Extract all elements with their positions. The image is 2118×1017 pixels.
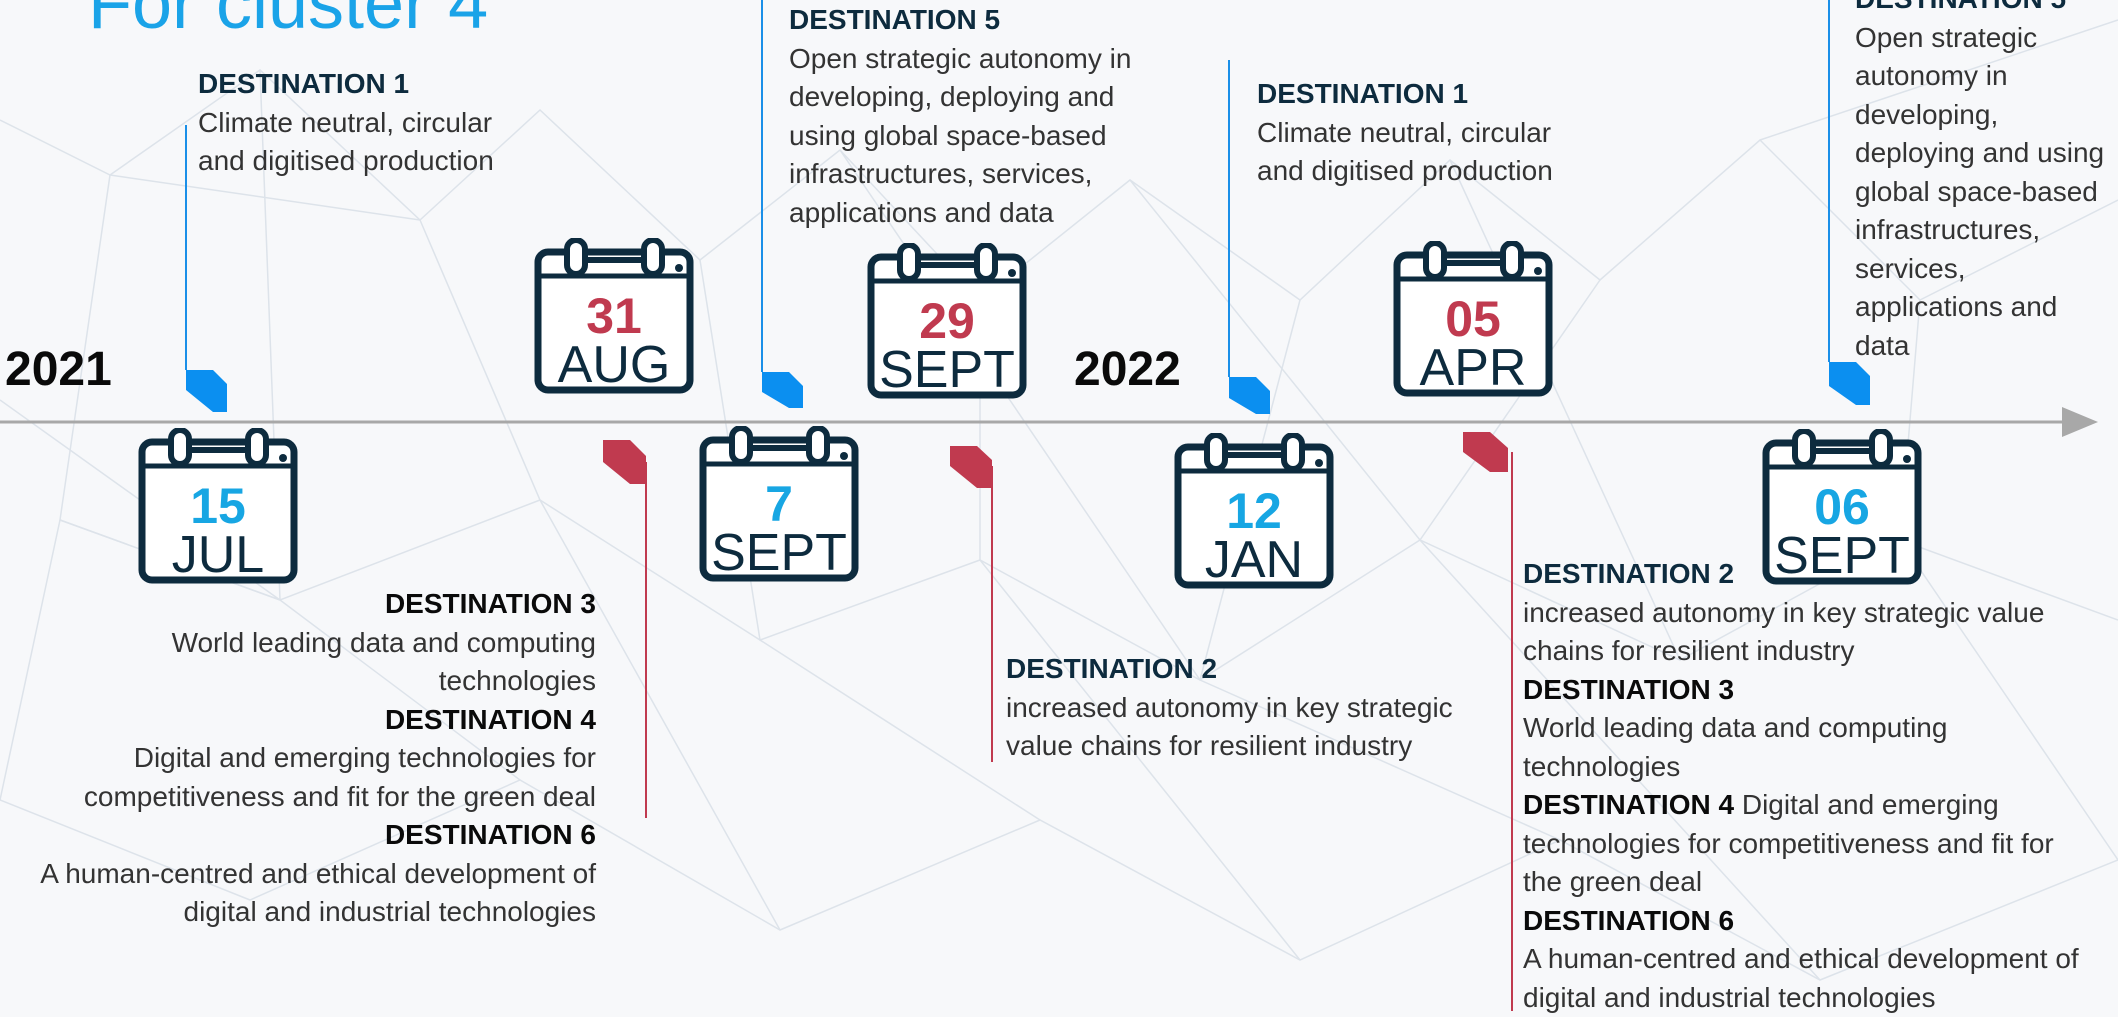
calendar-month: SEPT [1774,527,1910,585]
calendar-month: JUL [171,526,265,584]
note-jul15: DESTINATION 1 Climate neutral, circular … [198,65,538,181]
note-heading: DESTINATION 1 [198,68,410,99]
note-aug31: DESTINATION 3 World leading data and com… [30,585,596,932]
note-heading: DESTINATION 2 [1006,653,1218,684]
note-heading: DESTINATION 6 [384,819,596,850]
flag-jan12 [1229,377,1270,414]
note-sep7: DESTINATION 5 Open strategic autonomy in… [789,1,1149,232]
flag-sep7 [762,372,803,408]
note-heading: DESTINATION 5 [1855,0,2115,19]
note-text: Digital and emerging technologies for co… [1523,789,2054,897]
flag-jul15 [186,370,227,412]
calendar-jan-12: 12 JAN [1174,433,1334,593]
calendar-month: SEPT [879,341,1015,399]
note-text: Digital and emerging technologies for co… [83,742,596,812]
calendar-day: 05 [1445,291,1501,347]
note-text: World leading data and computing technol… [1523,712,1948,782]
calendar-day: 7 [765,476,793,532]
note-heading: DESTINATION 4 [384,703,596,735]
note-heading: DESTINATION 4 [1523,789,1735,820]
note-block-dest4: DESTINATION 4 Digital and emerging techn… [1523,786,2098,902]
note-text: Climate neutral, circular and digitised … [1257,116,1553,187]
calendar-sept-7: 7 SEPT [699,426,859,586]
calendar-month: JAN [1204,531,1304,589]
note-text: World leading data and computing technol… [171,626,596,697]
note-text: increased autonomy in key strategic valu… [1006,691,1453,762]
year-label-2021: 2021 [5,343,112,396]
note-sep29: DESTINATION 2 increased autonomy in key … [1006,650,1476,766]
note-apr05: DESTINATION 2 increased autonomy in key … [1523,555,2098,1017]
calendar-apr-05: 05 APR [1393,241,1553,401]
calendar-day: 29 [919,293,975,349]
calendar-day: 31 [586,288,642,344]
flag-sep29 [950,446,992,488]
flag-sep06 [1829,362,1870,405]
flag-apr05 [1463,432,1508,472]
calendar-month: AUG [557,336,671,394]
page-title: For cluster 4 [88,0,489,44]
calendar-sept-06: 06 SEPT [1762,429,1922,589]
calendar-day: 12 [1226,483,1282,539]
note-text: Climate neutral, circular and digitised … [198,106,494,177]
calendar-aug-31: 31 AUG [534,238,694,398]
calendar-sept-29: 29 SEPT [867,243,1027,403]
note-text: increased autonomy in key strategic valu… [1523,596,2045,667]
note-heading: DESTINATION 2 [1523,558,1735,589]
note-heading: DESTINATION 5 [789,4,1001,35]
note-text: Open strategic autonomy in developing, d… [1855,21,2105,361]
flag-aug31 [603,440,646,484]
note-text: A human-centred and ethical development … [1523,943,2079,1013]
calendar-month: APR [1419,339,1527,397]
note-sep06: DESTINATION 5 Open strategic autonomy in… [1855,0,2115,365]
calendar-day: 06 [1814,479,1870,535]
note-heading: DESTINATION 3 [384,588,596,619]
note-heading: DESTINATION 1 [1257,78,1469,109]
note-heading: DESTINATION 6 [1523,904,1735,936]
note-heading: DESTINATION 3 [1523,673,1735,705]
calendar-month: SEPT [711,524,847,582]
note-jan12: DESTINATION 1 Climate neutral, circular … [1257,75,1597,191]
note-text: Open strategic autonomy in developing, d… [789,42,1132,228]
note-text: A human-centred and ethical development … [40,857,596,928]
calendar-jul-15: 15 JUL [138,428,298,588]
year-label-2022: 2022 [1074,343,1181,396]
calendar-day: 15 [190,478,246,534]
